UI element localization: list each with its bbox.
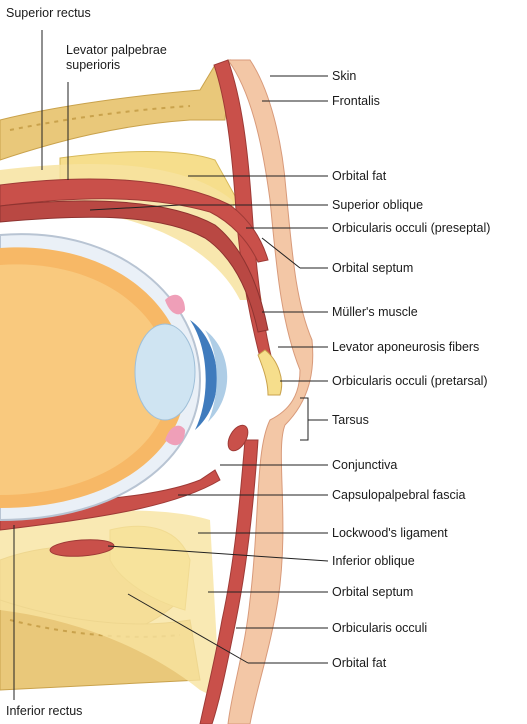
label-muller-muscle: Müller's muscle: [332, 305, 418, 320]
label-capsulopalpebral-fascia: Capsulopalpebral fascia: [332, 488, 465, 503]
label-orbital-fat-lower: Orbital fat: [332, 656, 386, 671]
label-inferior-rectus: Inferior rectus: [6, 704, 82, 719]
label-orbicularis-preseptal: Orbicularis occuli (preseptal): [332, 221, 490, 236]
label-lockwood-ligament: Lockwood's ligament: [332, 526, 448, 541]
label-tarsus: Tarsus: [332, 413, 369, 428]
label-orbital-septum-upper: Orbital septum: [332, 261, 413, 276]
label-conjunctiva: Conjunctiva: [332, 458, 397, 473]
label-levator-line1: Levator palpebrae: [66, 43, 167, 58]
label-orbital-fat-upper: Orbital fat: [332, 169, 386, 184]
label-frontalis: Frontalis: [332, 94, 380, 109]
label-orbicularis-pretarsal: Orbicularis occuli (pretarsal): [332, 374, 488, 389]
label-levator-line2: superioris: [66, 58, 120, 73]
label-levator-aponeurosis: Levator aponeurosis fibers: [332, 340, 479, 355]
label-skin: Skin: [332, 69, 356, 84]
orbital-bone-upper: [0, 60, 230, 160]
label-superior-oblique: Superior oblique: [332, 198, 423, 213]
label-orbicularis-lower: Orbicularis occuli: [332, 621, 427, 636]
label-superior-rectus: Superior rectus: [6, 6, 91, 21]
label-inferior-oblique: Inferior oblique: [332, 554, 415, 569]
label-orbital-septum-lower: Orbital septum: [332, 585, 413, 600]
